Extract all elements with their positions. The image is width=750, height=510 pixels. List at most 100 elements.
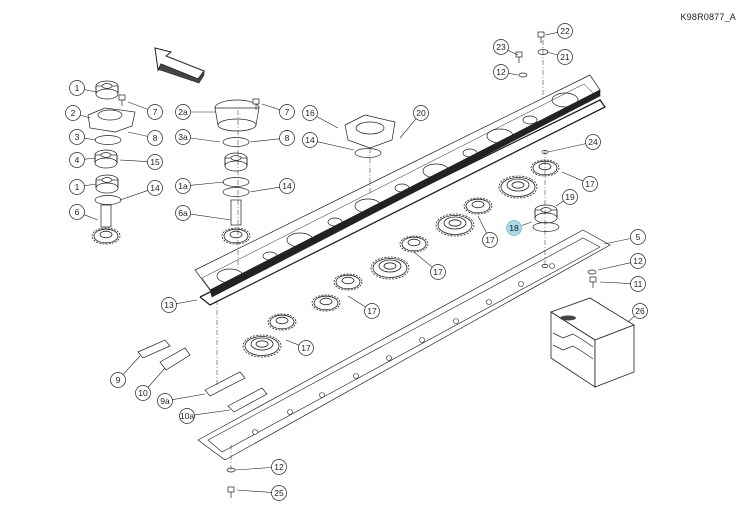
leader-line	[507, 49, 519, 56]
callout-1: 1	[69, 80, 97, 96]
callout-label: 8	[285, 133, 290, 143]
callout-10a: 10a	[179, 408, 231, 424]
callouts: 1234167815142a3a1a6a78141614202312222124…	[65, 23, 648, 501]
leader-line	[544, 32, 558, 36]
assembly-axes	[216, 40, 546, 470]
callout-label: 9	[116, 375, 121, 385]
callout-3: 3	[69, 129, 97, 145]
callout-label: 6	[75, 207, 80, 217]
direction-arrow-icon	[154, 47, 205, 84]
callout-5: 5	[603, 229, 646, 245]
callout-bubble	[69, 204, 85, 220]
callout-label: 14	[150, 183, 160, 193]
callout-9: 9	[110, 355, 141, 388]
callout-bubble	[413, 105, 429, 121]
callout-label: 12	[633, 256, 643, 266]
leader-line	[599, 281, 631, 284]
leader-line	[561, 171, 584, 182]
callout-6: 6	[69, 204, 99, 221]
callout-bubble	[302, 132, 318, 148]
leader-line	[127, 131, 148, 137]
callout-14: 14	[302, 132, 355, 151]
callout-label: 20	[416, 108, 426, 118]
callout-4: 4	[69, 152, 97, 168]
callout-label: 7	[285, 107, 290, 117]
callout-bubble	[175, 104, 191, 120]
callout-bubble	[161, 297, 177, 313]
callout-label: 26	[635, 306, 645, 316]
callout-17: 17	[477, 215, 498, 248]
callout-21: 21	[546, 49, 573, 65]
leader-line	[546, 51, 558, 56]
callout-label: 3	[75, 132, 80, 142]
callout-bubble	[157, 393, 173, 409]
callout-15: 15	[119, 154, 163, 170]
leader-line	[234, 467, 272, 471]
callout-26: 26	[627, 303, 648, 323]
callout-bubble	[582, 176, 598, 192]
callout-16: 16	[302, 105, 339, 129]
callout-label: 16	[305, 108, 315, 118]
callout-7: 7	[127, 101, 163, 120]
leader-line	[80, 114, 91, 119]
leader-line	[285, 339, 300, 346]
callout-bubble	[69, 129, 85, 145]
callout-8: 8	[127, 130, 163, 146]
callout-bubble	[298, 340, 314, 356]
leader-line	[147, 367, 166, 388]
callout-17: 17	[347, 295, 380, 319]
callout-bubble	[557, 49, 573, 65]
leader-line	[236, 489, 272, 493]
callout-8: 8	[249, 130, 295, 146]
bottom-hardware	[226, 467, 236, 499]
leader-line	[316, 116, 339, 129]
callout-label: 1	[75, 182, 80, 192]
callout-bubble	[493, 39, 509, 55]
callout-label: 22	[560, 26, 570, 36]
leader-line	[176, 299, 198, 304]
callout-label: 8	[153, 133, 158, 143]
callout-bubble	[179, 408, 195, 424]
callout-label: 1	[75, 83, 80, 93]
callout-17: 17	[285, 339, 314, 356]
callout-label: 2a	[178, 107, 188, 117]
callout-bubble	[302, 105, 318, 121]
left-drive-assembly	[87, 80, 136, 245]
callout-14: 14	[249, 178, 295, 194]
lower-gearbox-housing	[197, 229, 611, 461]
callout-label: 17	[301, 343, 311, 353]
callout-6a: 6a	[175, 205, 232, 221]
callout-10: 10	[135, 367, 166, 401]
callout-label: 14	[282, 181, 292, 191]
leader-line	[555, 200, 564, 207]
callout-bubble	[585, 134, 601, 150]
callout-label: 19	[565, 192, 575, 202]
callout-bubble	[557, 23, 573, 39]
callout-bubble	[630, 253, 646, 269]
callout-22: 22	[544, 23, 573, 39]
leader-line	[521, 221, 533, 226]
callout-label: 9a	[160, 396, 170, 406]
leader-line	[249, 186, 280, 193]
leader-line	[399, 118, 417, 139]
callout-11: 11	[599, 276, 646, 292]
leader-line	[508, 73, 519, 76]
callout-bubble	[279, 104, 295, 120]
callout-bubble	[110, 372, 126, 388]
callout-17: 17	[561, 171, 598, 192]
callout-bubble	[69, 179, 85, 195]
callout-20: 20	[399, 105, 429, 139]
callout-12: 12	[493, 64, 519, 80]
callout-bubble	[630, 276, 646, 292]
callout-12: 12	[234, 459, 287, 475]
callout-label: 23	[496, 42, 506, 52]
leader-line	[597, 262, 631, 271]
callout-label: 4	[75, 155, 80, 165]
leader-line	[127, 101, 149, 110]
callout-bubble	[175, 205, 191, 221]
callout-7: 7	[261, 103, 295, 120]
callout-label: 14	[305, 135, 315, 145]
leader-line	[172, 393, 206, 401]
callout-label: 15	[150, 157, 160, 167]
callout-label: 25	[274, 488, 284, 498]
